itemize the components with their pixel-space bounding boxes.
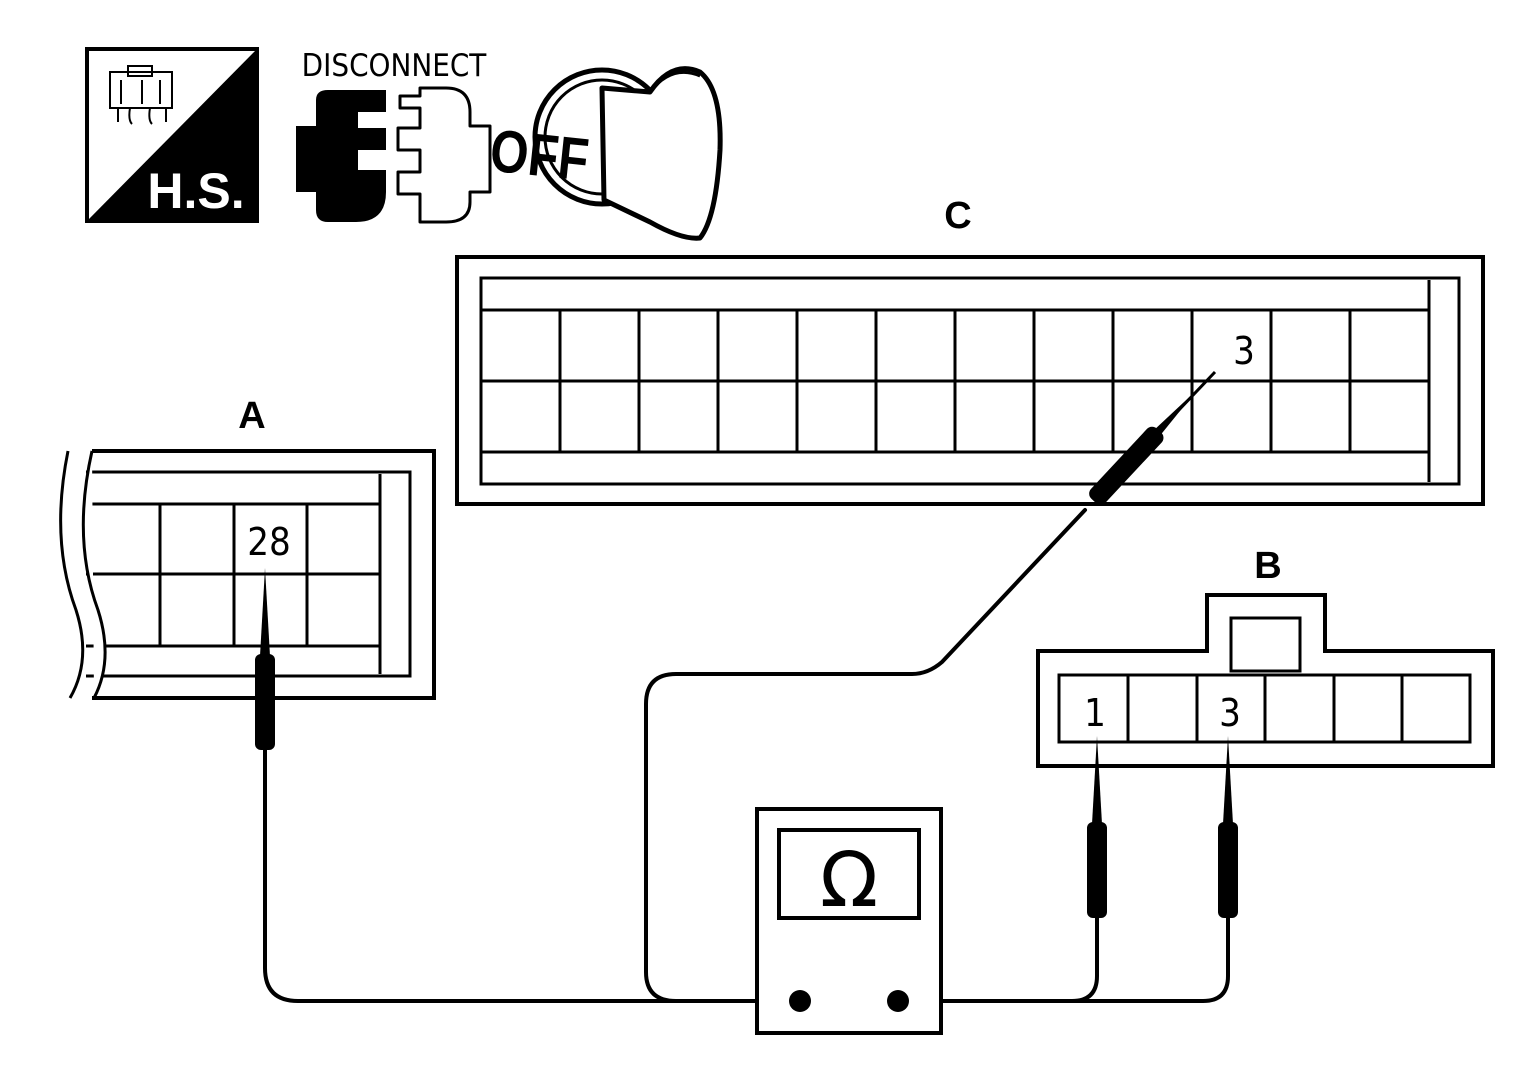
probe-b-terminal-1	[1087, 736, 1107, 918]
connector-female-icon	[296, 90, 386, 222]
harness-side-label: H.S.	[147, 163, 244, 219]
lead-wire-b3	[896, 913, 1230, 1003]
connector-sketch-icon	[109, 65, 173, 125]
connector-b-terminal-3: 3	[1219, 691, 1241, 735]
connector-c-label: C	[944, 195, 971, 237]
ignition-off-icon: OFF	[487, 66, 723, 241]
connector-male-icon	[396, 86, 492, 224]
connector-b-terminal-1: 1	[1084, 691, 1106, 735]
disconnect-icon: DISCONNECT	[296, 48, 492, 224]
ohmmeter-terminal-left	[789, 990, 811, 1012]
probe-a	[255, 568, 275, 750]
ohmmeter-display: Ω	[820, 835, 878, 924]
connector-a-label: A	[238, 395, 265, 437]
connector-b-label: B	[1254, 545, 1281, 587]
connector-c-terminal-3: 3	[1233, 329, 1255, 373]
connector-a-terminal-28: 28	[247, 520, 291, 564]
probe-b-terminal-3	[1218, 736, 1238, 918]
ohmmeter: Ω	[755, 807, 943, 1035]
lead-wire-a	[263, 746, 802, 1003]
disconnect-label: DISCONNECT	[302, 48, 488, 84]
ignition-key-icon	[599, 66, 723, 241]
lead-wire-c	[644, 508, 1087, 1003]
connector-a: A 28	[59, 395, 436, 700]
test-leads	[263, 508, 1230, 1003]
ohmmeter-terminal-right	[887, 990, 909, 1012]
ignition-off-label: OFF	[487, 116, 592, 194]
harness-side-icon: H.S.	[85, 47, 259, 223]
connector-c: C 3	[455, 195, 1485, 506]
connector-b: B 1 3	[1036, 545, 1495, 768]
